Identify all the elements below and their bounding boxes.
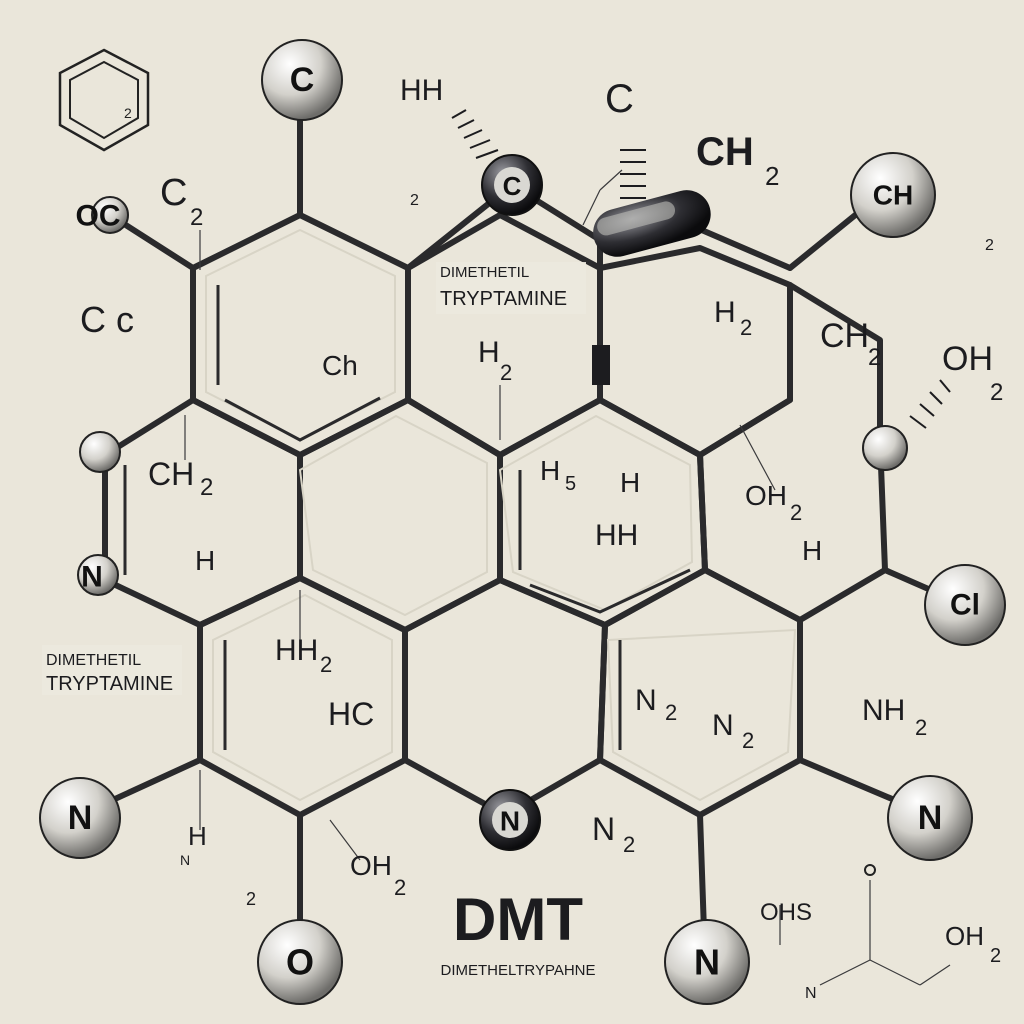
svg-text:Cl: Cl (950, 589, 980, 622)
label-oh2-br: OH (945, 921, 984, 951)
formula-labels: HH C CH 2 C 2 2 C c Ch H 2 H 2 CH 2 OH 2… (80, 74, 1003, 1002)
atom-c-top: C (261, 39, 343, 121)
label-n2-a: N (635, 684, 657, 717)
atom-cl-right: Cl (924, 564, 1006, 646)
label-n-bl-small: N (805, 985, 817, 1002)
dark-bond-segment (592, 345, 610, 385)
diagram-title: DMT (453, 886, 583, 953)
label-nh2: NH (862, 694, 905, 727)
svg-text:O: O (286, 942, 314, 983)
svg-text:2: 2 (500, 360, 512, 385)
label-ch2-top-right: CH (696, 130, 754, 174)
atom-o-bottom: O (257, 919, 343, 1005)
label-ch-ring: Ch (322, 350, 358, 381)
capsule-bond (593, 190, 711, 257)
svg-text:2: 2 (742, 728, 754, 753)
svg-text:2: 2 (394, 875, 406, 900)
label-n2-b: N (712, 709, 734, 742)
caption-top: DIMETHETIL TRYPTAMINE (436, 262, 586, 314)
hatched-wedges (451, 109, 951, 429)
ring-highlights (205, 228, 797, 802)
atom-c-center: C (481, 154, 543, 216)
svg-text:5: 5 (565, 473, 576, 495)
label-hc: HC (328, 696, 374, 732)
svg-text:TRYPTAMINE: TRYPTAMINE (46, 673, 173, 695)
label-sub2: 2 (990, 945, 1001, 967)
svg-text:N: N (694, 942, 720, 983)
svg-text:N: N (500, 806, 520, 837)
label-oh2-center: OH (745, 480, 787, 511)
label-h-bottom-left: H (188, 821, 207, 851)
atom-o-left: OC (76, 196, 129, 234)
svg-text:2: 2 (790, 500, 802, 525)
atom-small-right (862, 425, 908, 471)
label-c-c: C c (80, 299, 134, 340)
svg-text:CH: CH (873, 180, 913, 211)
label-ch2-right: CH (820, 317, 869, 355)
svg-text:C: C (503, 171, 522, 201)
svg-text:2: 2 (320, 652, 332, 677)
svg-text:2: 2 (623, 832, 635, 857)
svg-text:DIMETHETIL: DIMETHETIL (46, 652, 141, 669)
svg-text:2: 2 (990, 379, 1003, 406)
label-n2-bottom: N (592, 811, 615, 847)
svg-text:2: 2 (190, 204, 203, 231)
svg-text:TRYPTAMINE: TRYPTAMINE (440, 288, 567, 310)
atom-n-bottom-left: N (39, 777, 121, 859)
hexagon-icon: 2 (58, 48, 150, 152)
label-hh-center: H (540, 455, 560, 486)
thin-lines (184, 169, 951, 986)
label-ch2-left: CH (148, 456, 194, 492)
diagram-subtitle: DIMETHELTRYPAHNE (440, 962, 595, 979)
label-ch2-sub: 2 (765, 161, 779, 191)
svg-text:N: N (68, 799, 93, 837)
atom-n-bottom-right: N (664, 919, 750, 1005)
label-h2-ring: H (478, 336, 500, 369)
label-oh2-bottom: OH (350, 850, 392, 881)
atom-n-center-bottom: N (479, 789, 541, 851)
svg-text:N: N (918, 799, 943, 837)
svg-text:2: 2 (868, 344, 881, 371)
label-two-c: 2 (246, 889, 256, 909)
label-ohs: OHS (760, 899, 812, 926)
label-h-left: H (195, 545, 215, 576)
atom-ch-right: CH (850, 152, 936, 238)
svg-text:2: 2 (124, 105, 132, 121)
label-c2-left: C (160, 172, 187, 214)
label-h-center: H (620, 467, 640, 498)
atom-n-right: N (887, 775, 973, 861)
label-c2-top: C (605, 77, 634, 121)
label-h2-right: H (714, 296, 736, 329)
label-oh2-right: OH (942, 340, 993, 378)
svg-text:C: C (290, 61, 315, 99)
svg-text:2: 2 (915, 715, 927, 740)
label-hh2-left: HH (275, 634, 318, 667)
atom-small-left (79, 431, 121, 473)
label-two-b: 2 (985, 237, 994, 254)
label-hh-top: HH (400, 74, 443, 107)
label-n-faint: N (180, 852, 190, 868)
svg-text:2: 2 (665, 700, 677, 725)
label-two-a: 2 (410, 192, 419, 209)
label-hh-center2: HH (595, 519, 638, 552)
caption-left: DIMETHETIL TRYPTAMINE (42, 645, 182, 695)
svg-text:N: N (81, 561, 103, 594)
label-h-right-mid: H (802, 535, 822, 566)
svg-text:2: 2 (200, 474, 213, 501)
inner-bonds (123, 285, 691, 750)
svg-text:OC: OC (76, 200, 121, 233)
svg-text:DIMETHETIL: DIMETHETIL (440, 264, 529, 281)
atom-n-left: N (77, 554, 119, 596)
svg-text:2: 2 (740, 315, 752, 340)
